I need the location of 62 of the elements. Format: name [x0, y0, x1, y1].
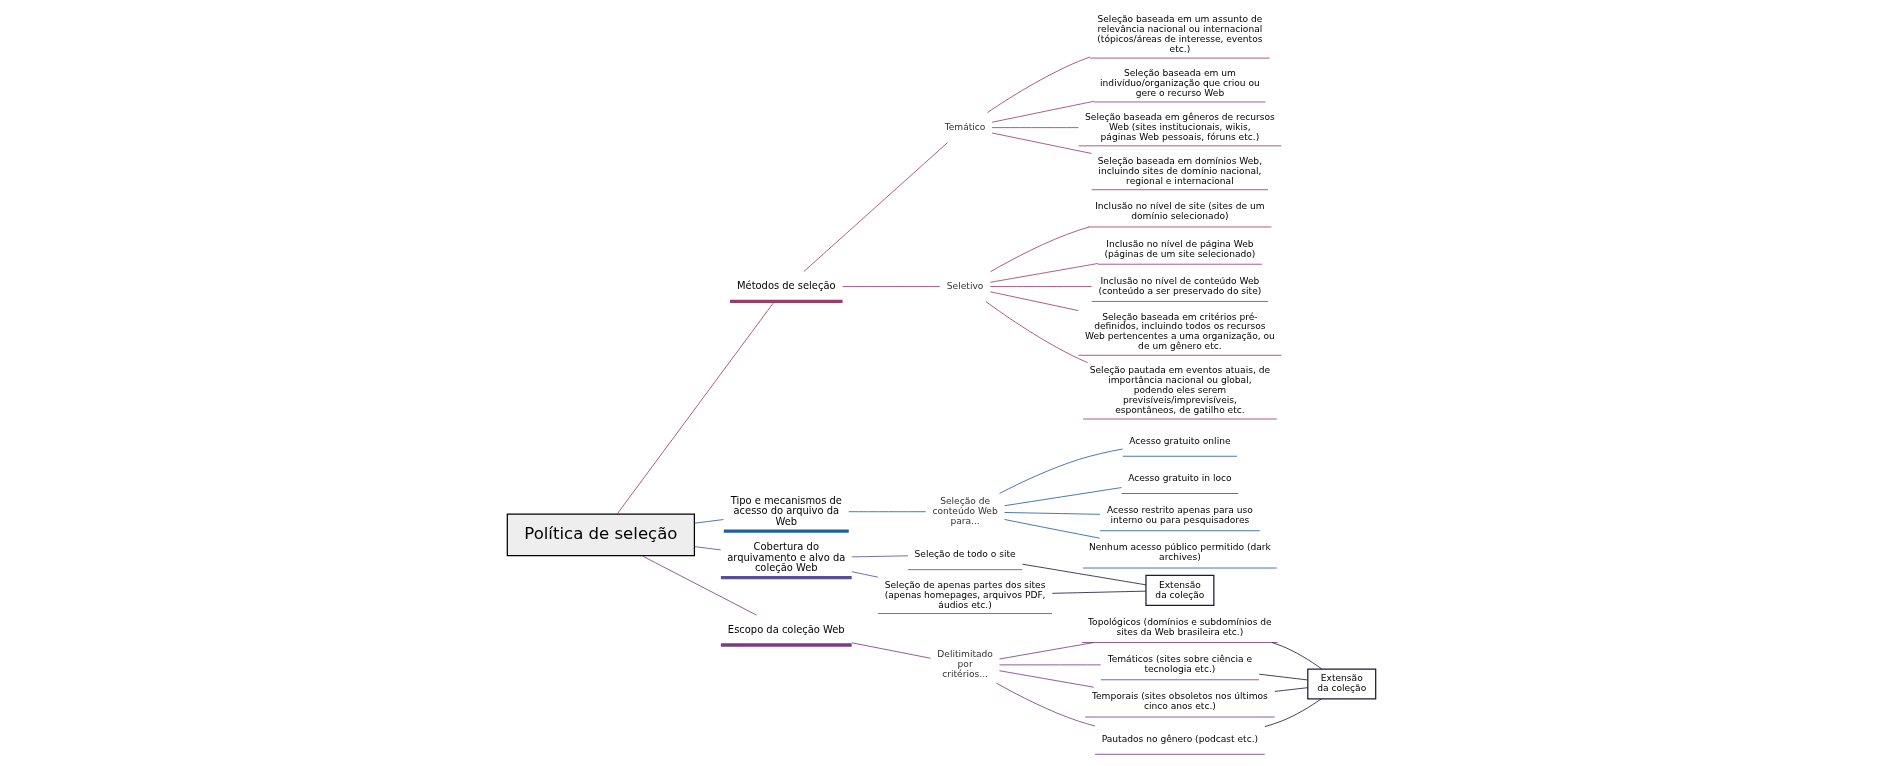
- connector: [989, 291, 1079, 311]
- node-text: Seleção baseada em um indivíduo/organização que criou ou gere o recurso Web: [1100, 68, 1260, 98]
- node-text: Seleção de conteúdo Web para...: [932, 496, 998, 526]
- connector: [989, 286, 1092, 287]
- node-text: Seleção baseada em critérios pré-definidos, incluindo todos os recursos Web pertencentes a uma organização, ou de um gênero etc.: [1085, 311, 1275, 352]
- node-text: Acesso gratuito in loco: [1128, 472, 1232, 483]
- connector: [1004, 512, 1101, 515]
- node-text: Inclusão no nível de página Web (páginas de um site selecionado): [1104, 238, 1256, 259]
- node-text: Nenhum acesso público permitido (dark archives): [1088, 542, 1271, 563]
- node-text: Acesso restrito apenas para uso interno ou para pesquisadores: [1107, 505, 1253, 526]
- node-text: Temático: [944, 121, 986, 132]
- node-text: Cobertura do arquivamento e alvo da coleção Web: [727, 540, 846, 574]
- node-text: Seleção de todo o site: [914, 549, 1016, 560]
- connector: [1022, 563, 1147, 586]
- node-text: Acesso gratuito online: [1129, 435, 1231, 446]
- connector: [989, 263, 1099, 283]
- connector: [851, 555, 909, 558]
- connector: [987, 56, 1091, 113]
- connector: [991, 100, 1095, 123]
- connector: [641, 555, 757, 616]
- node-box: Extensão da coleção: [1145, 574, 1215, 606]
- connector: [1004, 519, 1101, 539]
- node-text: Inclusão no nível de conteúdo Web (conteúdo a ser preservado do site): [1098, 275, 1262, 296]
- connector: [985, 301, 1089, 364]
- connector: [1004, 487, 1122, 507]
- connector: [616, 301, 775, 515]
- node-text: Seleção baseada em domínios Web, incluindo sites de domínio nacional, regional e internacional: [1097, 155, 1263, 186]
- node-text: Escopo da coleção Web: [727, 623, 845, 635]
- connector: [999, 670, 1095, 688]
- node-text: Seleção baseada em um assunto de relevância nacional ou internacional (tópicos/áreas de interesse, eventos etc.): [1097, 14, 1263, 55]
- node-text: Seleção de apenas partes dos sites (apenas homepages, arquivos PDF, áudios etc.): [884, 579, 1046, 610]
- connector: [851, 642, 931, 659]
- connector: [999, 642, 1095, 660]
- connector: [851, 571, 879, 578]
- node-text: Métodos de seleção: [736, 280, 836, 292]
- connector: [1264, 698, 1322, 728]
- connector: [991, 132, 1092, 154]
- node-text: Temporais (sites obsoletos nos últimos cinco anos etc.): [1091, 691, 1268, 712]
- connector: [694, 519, 724, 524]
- connector: [803, 142, 948, 273]
- connector: [1051, 590, 1147, 594]
- connector: [1271, 642, 1323, 670]
- node-text: Tipo e mecanismos de acesso do arquivo da Web: [730, 494, 842, 528]
- node-text: Seleção baseada em gêneros de recursos Web (sites institucionais, wikis, páginas Web pessoais, fóruns etc.): [1085, 112, 1275, 142]
- connector: [694, 546, 722, 551]
- node-text: Seletivo: [946, 280, 984, 291]
- node-box: Extensão da coleção: [1307, 668, 1377, 700]
- connector: [842, 286, 941, 287]
- node-text: Inclusão no nível de site (sites de um domínio selecionado): [1095, 201, 1265, 222]
- node-text: Delitimitado por critérios...: [937, 649, 993, 680]
- node-text: Pautados no gênero (podcast etc.): [1101, 733, 1259, 744]
- connector: [991, 127, 1079, 129]
- connector: [1274, 687, 1309, 692]
- node-box: Política de seleção: [506, 513, 695, 557]
- connector: [990, 226, 1090, 273]
- node-text: Temáticos (sites sobre ciência e tecnologia etc.): [1107, 654, 1253, 675]
- connector: [999, 448, 1123, 494]
- connector: [1258, 673, 1309, 681]
- connector: [996, 682, 1096, 727]
- node-text: Topológicos (domínios e subdomínios de sites da Web brasileira etc.): [1088, 616, 1272, 637]
- connector: [848, 511, 927, 513]
- node-text: Seleção pautada em eventos atuais, de importância nacional ou global, podendo eles serem previsíveis/imprevisíveis, espontâneos, de gatilho etc.: [1089, 365, 1271, 416]
